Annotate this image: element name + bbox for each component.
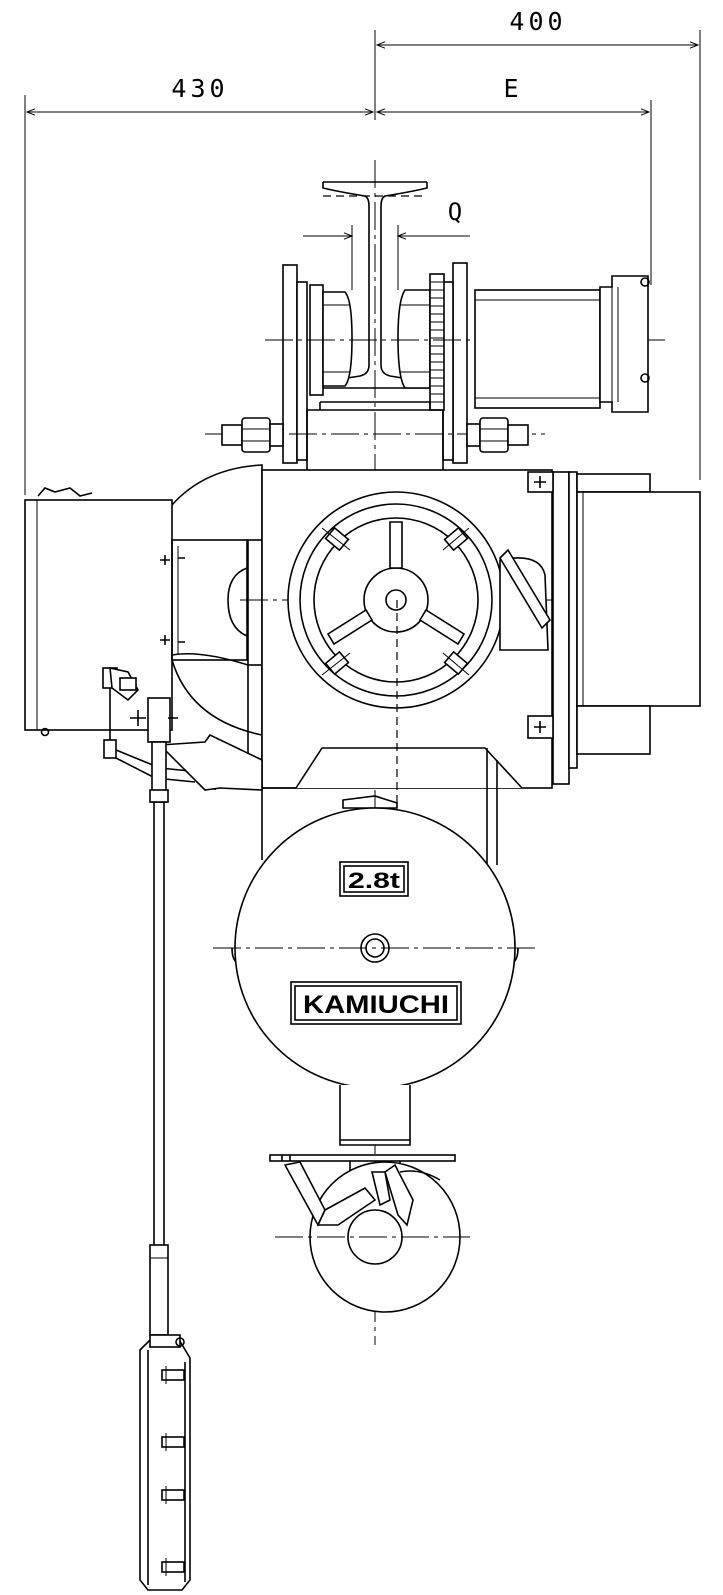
dim-430-label: 430 [171,74,228,103]
chain-guide [339,1085,411,1146]
trolley-tie-bolt [205,417,545,453]
pendant-bracket [102,666,263,791]
trolley-right-side-plate [397,262,468,464]
capacity-label: 2.8t [348,868,401,893]
dimension-430: 430 [24,74,375,495]
pendant-cable-clamp [130,697,178,803]
trolley-crossbar [306,401,444,470]
dim-E-label: E [503,74,522,103]
brake-drum-cover [287,491,505,709]
brand-plate: KAMIUCHI [290,981,462,1025]
pendant-cable [149,802,169,1336]
pendant-buttons [161,1366,185,1576]
brand-label: KAMIUCHI [303,991,449,1019]
trolley-motor [474,275,650,413]
hoist-motor [498,471,701,785]
i-beam-rail [321,181,429,389]
dim-Q-label: Q [448,198,462,226]
trolley-left-side-plate [282,264,353,464]
dimension-400: 400 [374,7,701,480]
pendant-switch [139,1334,191,1591]
hook-block [269,1154,470,1313]
capacity-plate: 2.8t [339,861,409,897]
control-box [24,464,263,786]
dimension-E: E [375,74,652,285]
hoist-frame-lower [261,600,498,870]
dim-400-label: 400 [509,7,566,36]
dimension-Q: Q [303,198,470,290]
